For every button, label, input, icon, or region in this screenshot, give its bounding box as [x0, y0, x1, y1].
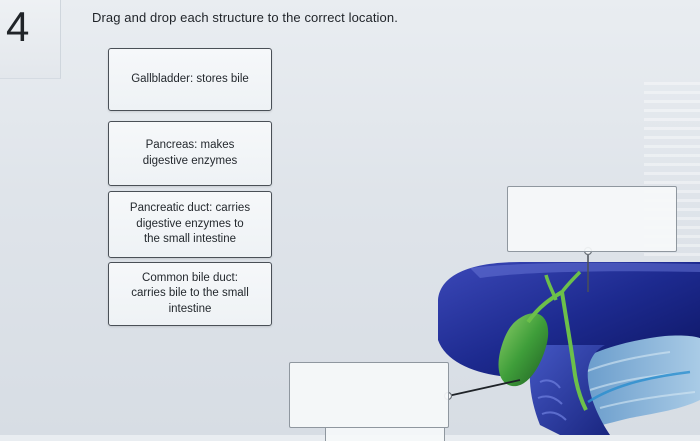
hepatic-duct-right [560, 270, 582, 294]
drag-item-text-line: Pancreatic duct: carries [129, 202, 251, 215]
common-bile-duct [560, 291, 588, 411]
drag-item-common-bile-duct[interactable]: Common bile duct: carries bile to the sm… [108, 262, 272, 326]
pancreatic-duct [587, 370, 691, 404]
drag-item-text-line: the small intestine [143, 233, 237, 246]
pancreas-texture [584, 351, 696, 409]
drop-target-lower[interactable] [289, 362, 449, 428]
drag-item-pancreas[interactable]: Pancreas: makes digestive enzymes [108, 121, 272, 186]
duodenum-shape [529, 345, 610, 435]
drag-item-text-line: Common bile duct: [142, 271, 238, 284]
drop-target-upper[interactable] [507, 186, 677, 252]
drag-item-text-line: digestive enzymes to [136, 217, 244, 230]
drag-item-text-line: digestive enzymes [142, 154, 238, 167]
drag-item-text-line: carries bile to the small [131, 287, 249, 300]
hepatic-duct-left [544, 274, 558, 301]
drag-item-text-line: intestine [168, 302, 212, 315]
duodenum-folds [537, 379, 567, 421]
question-number: 4 [6, 3, 30, 50]
question-number-panel: 4 [0, 0, 61, 79]
pancreas-shape [560, 335, 700, 432]
cystic-duct [526, 290, 564, 324]
drag-item-text-line: Pancreas: makes [145, 138, 235, 151]
drop-target-partial-bottom[interactable] [325, 427, 445, 441]
drag-item-pancreatic-duct[interactable]: Pancreatic duct: carries digestive enzym… [108, 191, 272, 258]
question-instructions: Drag and drop each structure to the corr… [92, 10, 398, 25]
drag-item-gallbladder[interactable]: Gallbladder: stores bile [108, 48, 272, 111]
leader-line-lower [447, 379, 521, 397]
gallbladder-shape [498, 313, 549, 387]
drag-item-text-line: Gallbladder: stores bile [131, 72, 249, 85]
